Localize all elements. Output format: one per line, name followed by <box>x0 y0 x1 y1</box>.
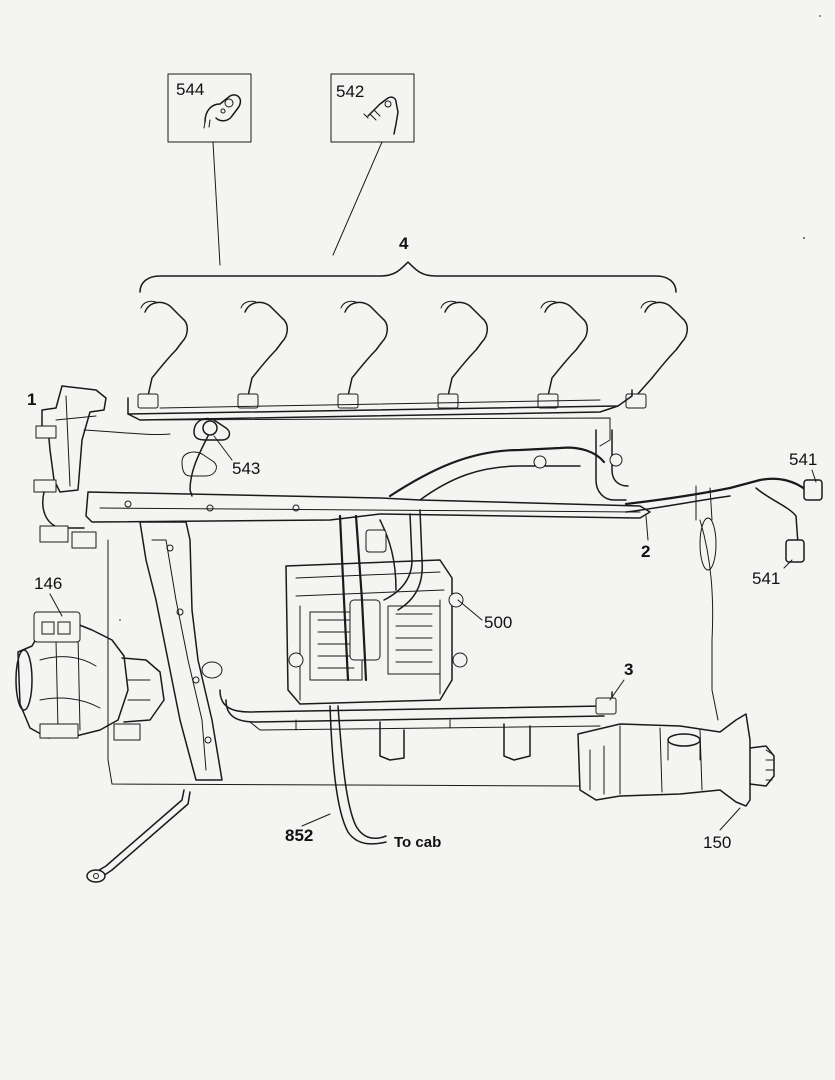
callout-542: 542 <box>336 82 364 101</box>
callout-146: 146 <box>34 574 62 593</box>
callout-2: 2 <box>641 542 650 561</box>
harness-branch-2 <box>388 446 823 563</box>
injector-lead-2 <box>237 300 288 409</box>
misc-dots <box>119 15 821 621</box>
callout-4: 4 <box>399 234 409 253</box>
upper-harness-rail <box>127 389 633 501</box>
leader-2 <box>645 515 649 541</box>
injector-lead-6 <box>625 300 688 409</box>
left-mounting-bracket <box>33 385 171 549</box>
leader-852 <box>301 813 331 827</box>
callout-541-top: 541 <box>789 450 817 469</box>
turbo-component-146 <box>15 611 165 741</box>
sensor-543-assembly <box>181 417 231 497</box>
leader-541-top <box>811 469 817 483</box>
ecu-module-500 <box>285 559 468 705</box>
inset-box-sensor-542 <box>330 73 415 143</box>
ground-strap <box>86 789 191 883</box>
callout-1: 1 <box>27 390 36 409</box>
callout-150: 150 <box>703 833 731 852</box>
injector-lead-4 <box>437 300 488 409</box>
leader-544 <box>212 141 221 266</box>
vertical-support-member <box>139 521 223 781</box>
leader-542 <box>332 141 383 256</box>
callout-3: 3 <box>624 660 633 679</box>
leader-3 <box>609 679 625 701</box>
leader-541-bottom <box>783 559 793 569</box>
leader-150 <box>719 807 741 831</box>
main-harness-carrier <box>85 491 651 523</box>
cab-cable-852 <box>329 705 387 845</box>
ecu-feed-bundles <box>338 509 423 682</box>
callout-852: 852 <box>285 826 313 845</box>
callout-544: 544 <box>176 80 204 99</box>
to-cab-annotation: To cab <box>394 834 441 851</box>
callout-541-bottom: 541 <box>752 569 780 588</box>
injector-lead-1 <box>137 300 188 409</box>
inset-box-sensor-544 <box>167 73 252 143</box>
callout-500: 500 <box>484 613 512 632</box>
lower-harness-3 <box>219 689 617 761</box>
leader-500 <box>457 599 483 621</box>
injector-harness-group <box>137 300 688 409</box>
injector-lead-3 <box>337 300 388 409</box>
leader-146 <box>49 593 63 617</box>
starter-motor-150 <box>577 713 775 807</box>
injector-lead-5 <box>537 300 588 409</box>
callout-543: 543 <box>232 459 260 478</box>
leader-543 <box>213 435 233 461</box>
bracket-group-4 <box>139 261 677 293</box>
